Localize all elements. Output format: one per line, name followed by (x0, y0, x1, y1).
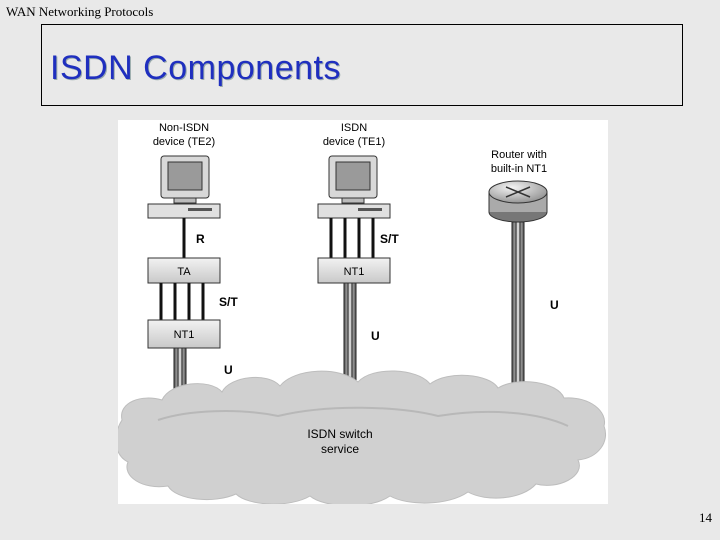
nt1-label-left: NT1 (174, 329, 195, 341)
router-icon (488, 180, 548, 223)
ref-u-right: U (550, 298, 559, 312)
label-router-line1: Router with (491, 149, 547, 161)
isdn-cloud (115, 370, 606, 507)
isdn-diagram: Non-ISDN device (TE2) R TA S/T NT1 U ISD… (115, 120, 608, 507)
label-isdn-line2: device (TE1) (323, 136, 385, 148)
header-text: WAN Networking Protocols (6, 4, 154, 19)
page-number: 14 (699, 510, 712, 525)
computer-icon-te2 (147, 155, 221, 219)
st-lines-left (159, 283, 205, 320)
label-router-line2: built-in NT1 (491, 163, 547, 175)
label-non-isdn-line1: Non-ISDN (159, 122, 209, 134)
st-lines-middle (329, 218, 375, 258)
ref-st-left: S/T (219, 295, 238, 309)
nt1-box-middle (317, 257, 391, 284)
label-non-isdn-line2: device (TE2) (153, 136, 215, 148)
cloud-label-line2: service (321, 442, 359, 456)
cloud-label-line1: ISDN switch (307, 427, 372, 441)
ref-u-middle: U (371, 329, 380, 343)
nt1-label-middle: NT1 (344, 266, 365, 278)
ta-box (147, 257, 221, 284)
ref-r: R (196, 232, 205, 246)
ref-st-middle: S/T (380, 232, 399, 246)
title-box: ISDN Components (41, 24, 683, 106)
ta-label: TA (177, 266, 191, 278)
slide-title: ISDN Components (50, 49, 341, 87)
computer-icon-te1 (317, 155, 391, 219)
ref-u-left: U (224, 363, 233, 377)
nt1-box-left (147, 319, 221, 349)
label-isdn-line1: ISDN (341, 122, 367, 134)
isdn-diagram-svg: Non-ISDN device (TE2) R TA S/T NT1 U ISD… (115, 122, 606, 507)
